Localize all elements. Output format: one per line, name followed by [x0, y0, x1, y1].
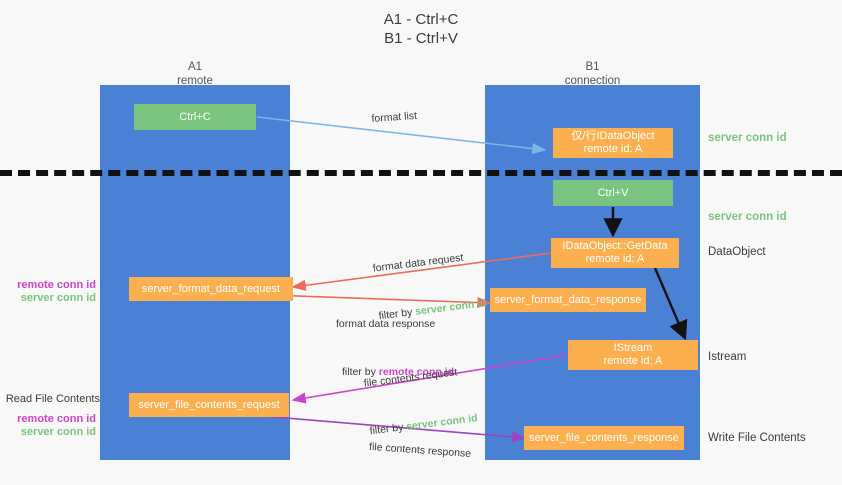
node-server-file-contents-request[interactable]: server_file_contents_request — [129, 393, 289, 417]
edge-label-format-list: format list — [371, 109, 418, 125]
column-header-b1: B1 connection — [564, 61, 621, 87]
edge-label-format-data-request-line1: format data request — [372, 251, 464, 275]
node-ctrl-c[interactable]: Ctrl+C — [134, 104, 256, 130]
edge-label-file-contents-response-line1: file contents response — [368, 440, 472, 460]
node-getdata[interactable]: IDataObject::GetData remote id: A — [551, 238, 679, 268]
filter-key-remote-conn-id: remote conn id — [378, 366, 455, 378]
node-server-format-data-response[interactable]: server_format_data_response — [490, 288, 646, 312]
right-label-server-conn-id-top: server conn id — [708, 132, 787, 144]
left-label-remote-conn-id-lower: remote conn id — [17, 413, 96, 425]
left-label-server-conn-id-lower: server conn id — [20, 426, 96, 438]
edge-label-format-data-response-line2: filter by remote conn id — [336, 364, 454, 380]
left-label-read-file-contents: Read File Contents — [5, 393, 100, 405]
node-server-file-contents-response[interactable]: server_file_contents_response — [524, 426, 684, 450]
right-label-write-file-contents: Write File Contents — [708, 432, 806, 444]
node-ctrl-v[interactable]: Ctrl+V — [553, 180, 673, 206]
right-label-istream: Istream — [708, 351, 747, 363]
left-label-remote-conn-id-upper: remote conn id — [17, 279, 96, 291]
edge-label-format-data-response-line1: format data response — [336, 318, 436, 330]
left-label-server-conn-id-upper: server conn id — [20, 292, 96, 304]
node-istream[interactable]: IStream remote id: A — [568, 340, 698, 370]
node-idataobject[interactable]: 仅/行IDataObject remote id: A — [553, 128, 673, 158]
filter-prefix: filter by — [342, 366, 379, 378]
node-server-format-data-request[interactable]: server_format_data_request — [129, 277, 293, 301]
right-label-dataobject: DataObject — [708, 246, 766, 258]
page-title: A1 - Ctrl+C B1 - Ctrl+V — [383, 11, 459, 47]
right-label-server-conn-id-second: server conn id — [708, 211, 787, 223]
edge-label-file-contents-response: file contents response filter by remote … — [335, 405, 474, 485]
edge-label-format-data-response: format data response filter by remote co… — [336, 284, 454, 412]
edge-label-file-contents-request-line1: file contents request — [363, 366, 458, 390]
column-header-a1: A1 remote — [177, 61, 213, 87]
separator-line — [0, 170, 842, 176]
